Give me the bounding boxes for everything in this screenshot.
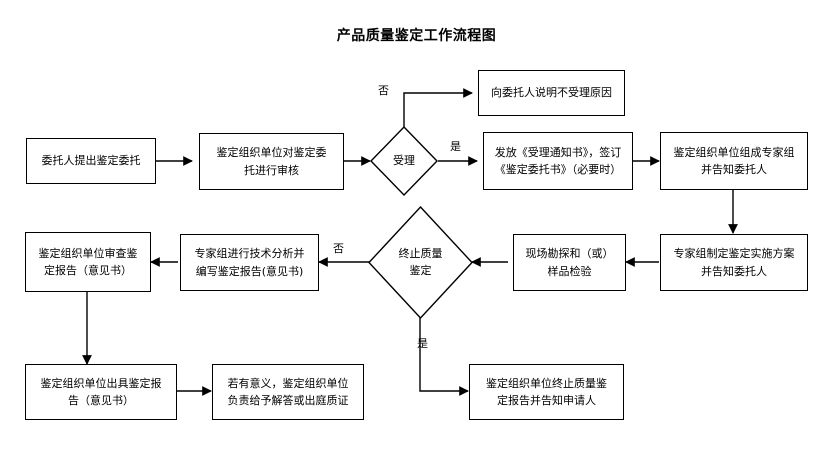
node-terminate-report-notify[interactable]: 鉴定组织单位终止质量鉴 定报告并告知申请人 — [469, 364, 624, 420]
node-expert-group-plan[interactable]: 专家组制定鉴定实施方案 并告知委托人 — [660, 234, 808, 291]
node-organizer-reviews-report[interactable]: 鉴定组织单位审查鉴 定报告（意见书） — [25, 232, 151, 292]
page-title: 产品质量鉴定工作流程图 — [336, 28, 497, 44]
edge-label-no-stop: 否 — [333, 242, 344, 255]
node-answer-or-testify[interactable]: 若有意义，鉴定组织单位 负责给予解答或出庭质证 — [212, 364, 364, 420]
edge-label-yes-stop: 是 — [417, 337, 428, 350]
node-form-expert-group[interactable]: 鉴定组织单位组成专家组 并告知委托人 — [660, 132, 808, 190]
node-explain-rejection[interactable]: 向委托人说明不受理原因 — [478, 70, 625, 116]
node-issue-acceptance-notice[interactable]: 发放《受理通知书》，签订 《鉴定委托书》（必要时） — [483, 132, 633, 190]
node-organizer-issues-report[interactable]: 鉴定组织单位出具鉴定报 告（意见书） — [25, 364, 177, 420]
node-client-submits-request[interactable]: 委托人提出鉴定委托 — [26, 138, 156, 184]
node-site-survey-sample-test[interactable]: 现场勘探和（或） 样品检验 — [513, 234, 626, 291]
diamond-shape — [370, 126, 438, 196]
node-decision-accept-label: 受理 — [393, 153, 415, 167]
edge-label-no-accept: 否 — [378, 84, 389, 97]
node-expert-technical-analysis[interactable]: 专家组进行技术分析并 编写鉴定报告(意见书) — [180, 234, 319, 291]
diamond-shape — [368, 206, 473, 319]
node-organizer-reviews-request[interactable]: 鉴定组织单位对鉴定委 托进行审核 — [199, 133, 344, 190]
node-decision-terminate[interactable]: 终止质量 鉴定 — [368, 206, 473, 319]
node-decision-terminate-label: 终止质量 鉴定 — [398, 247, 443, 277]
node-decision-accept[interactable]: 受理 — [370, 126, 438, 196]
edge-label-yes-accept: 是 — [450, 140, 461, 153]
